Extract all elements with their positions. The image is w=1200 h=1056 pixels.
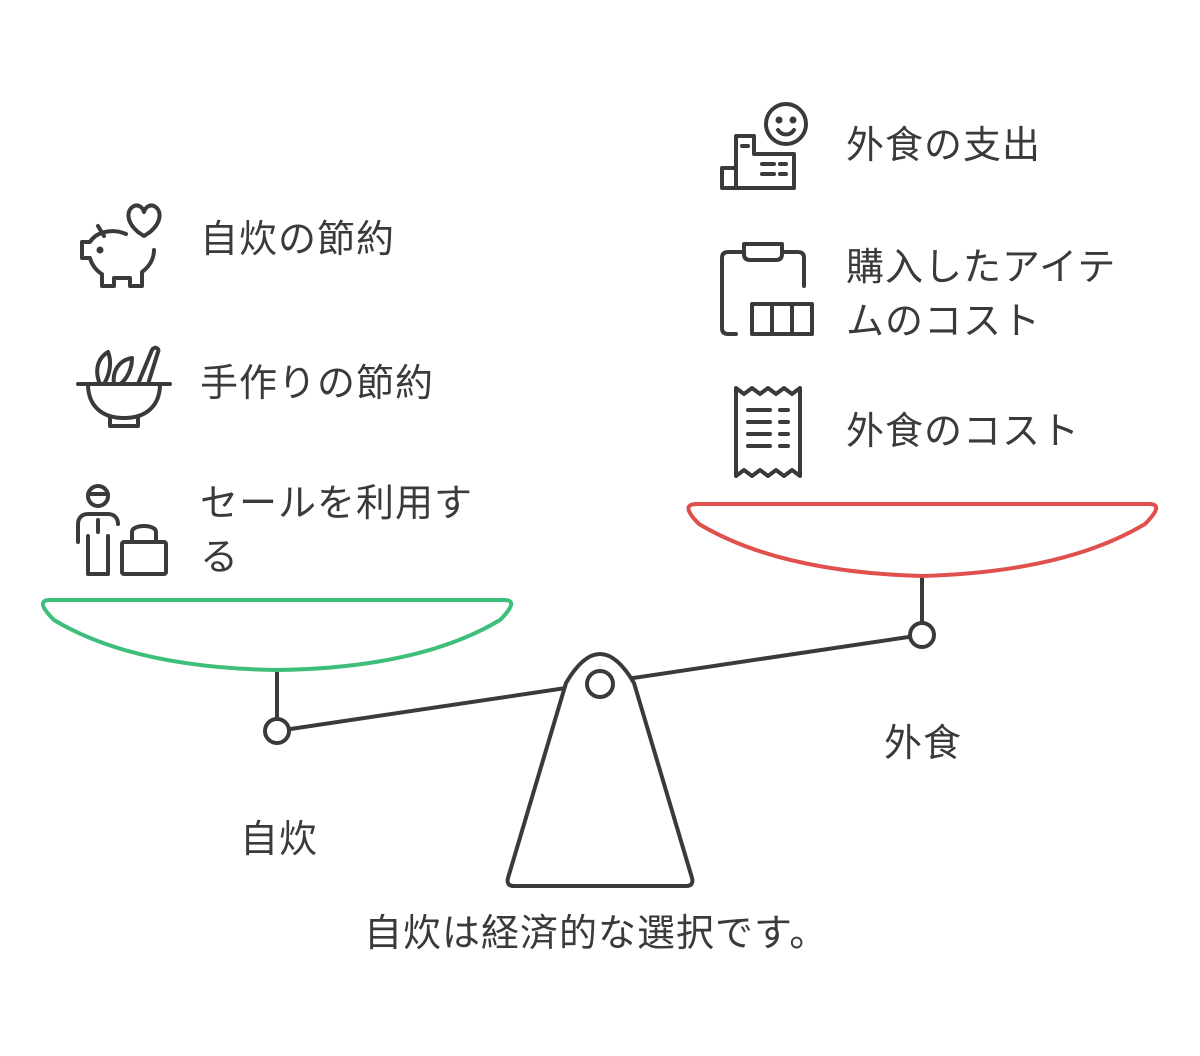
left-beam-joint bbox=[263, 717, 291, 745]
left-item-2-label: 手作りの節約 bbox=[200, 361, 435, 405]
piggy-bank-heart-icon bbox=[80, 203, 162, 288]
left-item-3-label: セールを利用する bbox=[200, 481, 474, 579]
scale-fulcrum bbox=[505, 652, 695, 888]
fulcrum-pivot bbox=[585, 669, 615, 699]
right-item-3-label: 外食のコスト bbox=[846, 409, 1081, 453]
right-item-1-label: 外食の支出 bbox=[846, 123, 1042, 167]
right-item-2-label: 購入したアイテムのコスト bbox=[846, 245, 1117, 343]
shopper-bag-icon bbox=[76, 484, 168, 576]
right-side-label: 外食 bbox=[884, 721, 963, 765]
right-beam-joint bbox=[908, 621, 936, 649]
clipboard-items-icon bbox=[720, 242, 814, 336]
left-side-label: 自炊 bbox=[240, 817, 319, 861]
left-item-1-label: 自炊の節約 bbox=[200, 217, 396, 261]
conclusion-text: 自炊は経済的な選択です。 bbox=[364, 911, 829, 955]
salad-bowl-icon bbox=[76, 345, 172, 428]
right-pan bbox=[686, 502, 1158, 578]
receipt-icon bbox=[734, 386, 802, 478]
restaurant-smiley-icon bbox=[720, 102, 808, 190]
left-pan bbox=[41, 598, 513, 672]
